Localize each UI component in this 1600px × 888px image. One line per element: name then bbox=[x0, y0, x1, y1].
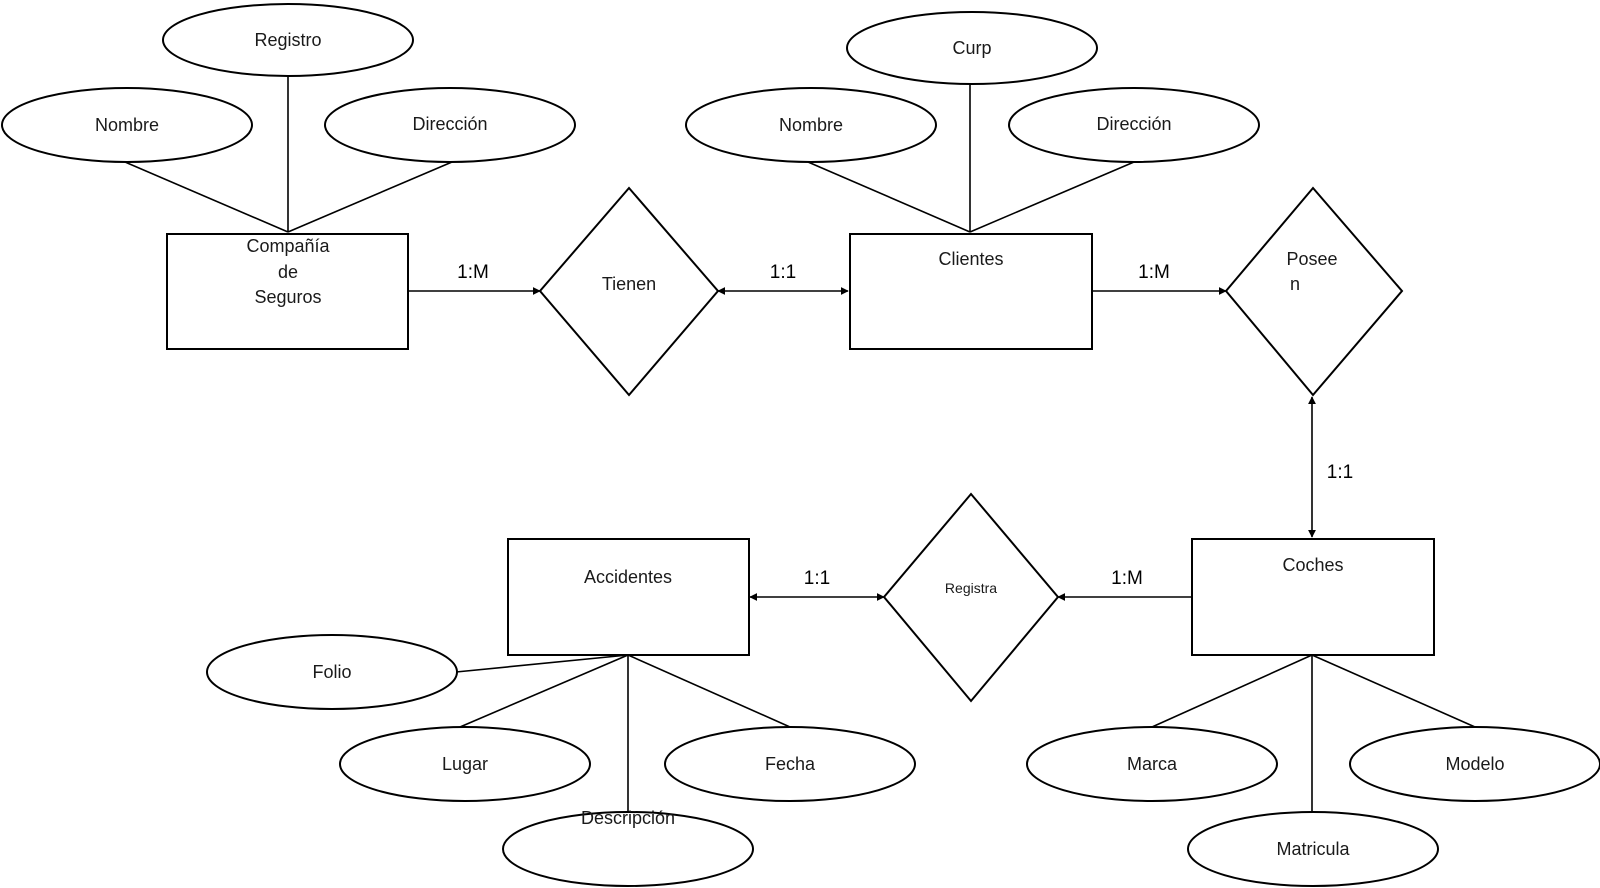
relationship-registra: Registra bbox=[882, 492, 1060, 703]
entity-compania-label-2: de bbox=[278, 262, 298, 282]
attr-compania-direccion-label: Dirección bbox=[412, 114, 487, 134]
relationship-tienen-label: Tienen bbox=[602, 274, 656, 294]
entity-accidentes: Accidentes bbox=[507, 538, 750, 656]
cardinality-coches-registra: 1:M bbox=[1111, 568, 1143, 589]
cardinality-labels: 1:M 1:1 1:M 1:1 1:M 1:1 bbox=[457, 262, 1353, 589]
attr-accidentes-lugar: Lugar bbox=[339, 726, 591, 802]
attr-accidentes-lugar-label: Lugar bbox=[442, 754, 488, 774]
attr-coches-marca-label: Marca bbox=[1127, 754, 1178, 774]
relationship-poseen-label-2: n bbox=[1290, 274, 1300, 294]
relationship-registra-label: Registra bbox=[945, 580, 997, 596]
attr-accidentes-descripcion: Descripción bbox=[502, 808, 754, 887]
attr-accidentes-fecha-label: Fecha bbox=[765, 754, 816, 774]
entity-compania-seguros: Compañía de Seguros bbox=[166, 233, 409, 350]
attr-coches-marca: Marca bbox=[1026, 726, 1278, 802]
entity-coches: Coches bbox=[1191, 538, 1435, 656]
attr-clientes-curp: Curp bbox=[846, 11, 1098, 85]
attr-clientes-direccion: Dirección bbox=[1008, 87, 1260, 163]
attr-coches-matricula: Matricula bbox=[1187, 811, 1439, 887]
attr-clientes-direccion-label: Dirección bbox=[1096, 114, 1171, 134]
attr-accidentes-folio: Folio bbox=[206, 634, 458, 710]
relationship-poseen-label-1: Posee bbox=[1286, 249, 1337, 269]
attr-coches-modelo: Modelo bbox=[1349, 726, 1600, 802]
attr-clientes-nombre: Nombre bbox=[685, 87, 937, 163]
attr-coches-matricula-label: Matricula bbox=[1276, 839, 1350, 859]
link-modelo bbox=[1311, 654, 1476, 728]
link-compania-nombre bbox=[124, 161, 289, 233]
attr-compania-nombre-label: Nombre bbox=[95, 115, 159, 135]
attr-accidentes-fecha: Fecha bbox=[664, 726, 916, 802]
cardinality-compania-tienen: 1:M bbox=[457, 262, 489, 283]
link-compania-direccion bbox=[287, 161, 453, 233]
attr-coches-modelo-label: Modelo bbox=[1445, 754, 1504, 774]
relationship-tienen: Tienen bbox=[538, 186, 720, 397]
cardinality-tienen-clientes: 1:1 bbox=[770, 262, 796, 283]
cardinality-registra-accidentes: 1:1 bbox=[804, 568, 830, 589]
attr-clientes-nombre-label: Nombre bbox=[779, 115, 843, 135]
attr-compania-registro-label: Registro bbox=[254, 30, 321, 50]
attr-accidentes-folio-label: Folio bbox=[312, 662, 351, 682]
attr-compania-nombre: Nombre bbox=[1, 87, 253, 163]
entity-compania-label-1: Compañía bbox=[246, 236, 330, 256]
link-lugar bbox=[459, 654, 629, 728]
attribute-links bbox=[124, 76, 1476, 812]
attr-accidentes-descripcion-label: Descripción bbox=[581, 808, 675, 828]
cardinality-clientes-poseen: 1:M bbox=[1138, 262, 1170, 283]
attr-compania-registro: Registro bbox=[162, 3, 414, 77]
entity-compania-label-3: Seguros bbox=[254, 287, 321, 307]
relationship-links bbox=[408, 287, 1316, 601]
relationship-poseen: Posee n bbox=[1224, 186, 1404, 397]
entity-clientes-label: Clientes bbox=[938, 249, 1003, 269]
entity-accidentes-label: Accidentes bbox=[584, 567, 672, 587]
link-folio bbox=[455, 654, 629, 673]
entity-clientes: Clientes bbox=[849, 233, 1093, 350]
cardinality-poseen-coches: 1:1 bbox=[1327, 462, 1353, 483]
link-clientes-direccion bbox=[969, 161, 1135, 233]
entity-coches-label: Coches bbox=[1282, 555, 1343, 575]
link-marca bbox=[1151, 654, 1313, 728]
link-clientes-nombre bbox=[807, 161, 971, 233]
attr-clientes-curp-label: Curp bbox=[952, 38, 991, 58]
attr-compania-direccion: Dirección bbox=[324, 87, 576, 163]
link-fecha bbox=[627, 654, 791, 728]
